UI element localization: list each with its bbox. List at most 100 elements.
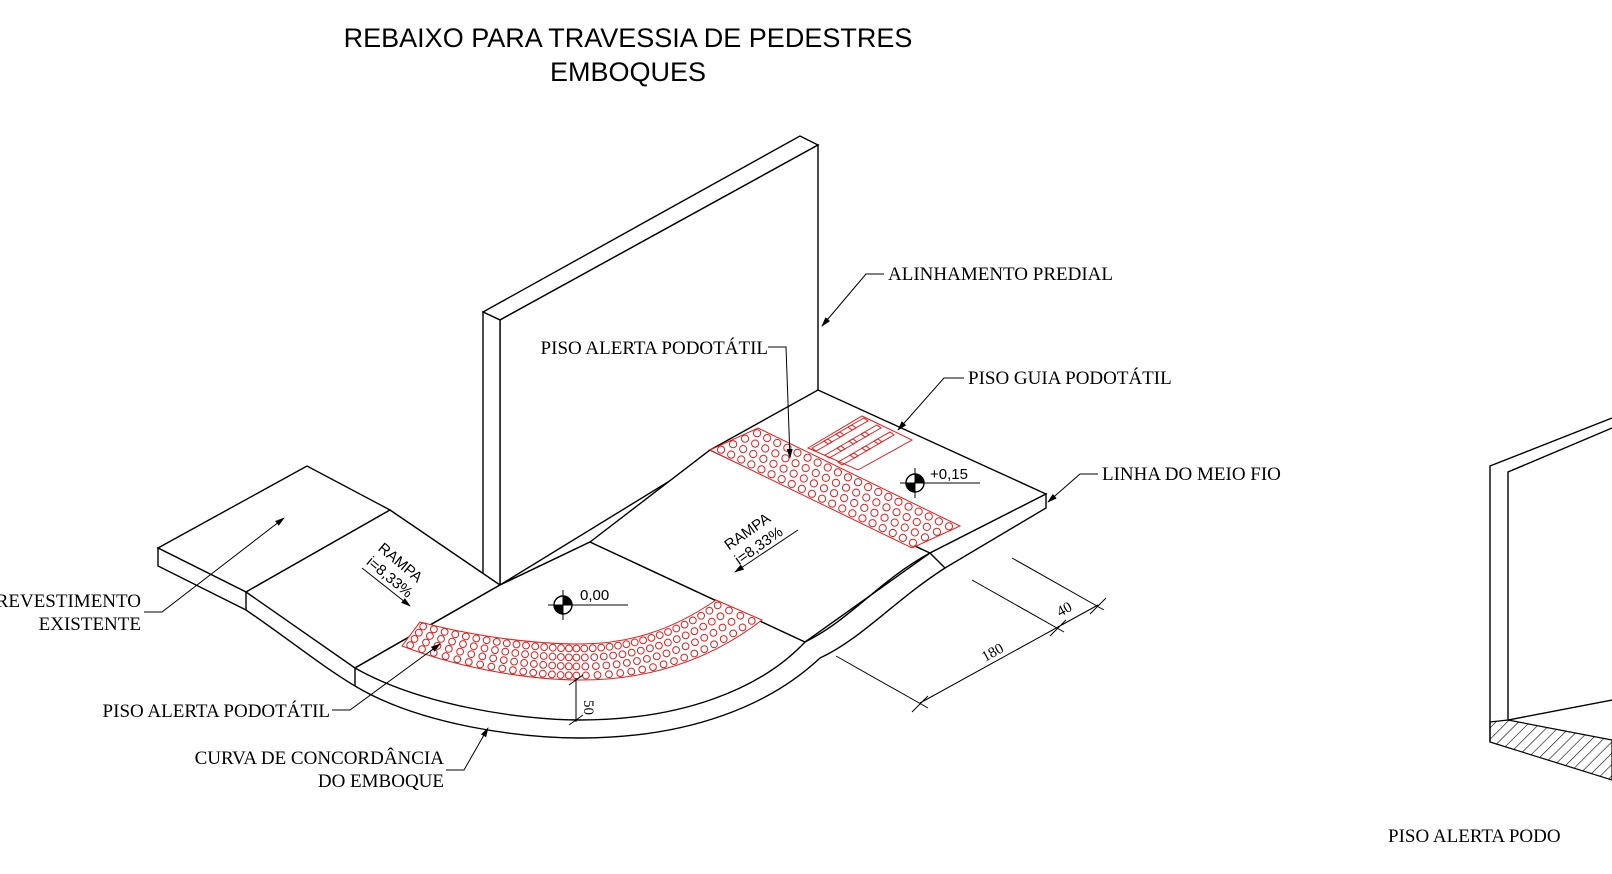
tactile-dot <box>540 643 549 651</box>
tactile-dot <box>614 641 622 650</box>
tactile-dot <box>440 628 449 636</box>
tactile-dot <box>419 622 428 631</box>
tactile-dot <box>652 652 661 661</box>
tactile-dot <box>647 633 656 642</box>
tactile-dot <box>920 533 930 542</box>
tactile-dot <box>487 662 496 671</box>
tactile-dot <box>492 637 501 646</box>
tactile-dot <box>556 671 565 679</box>
tactile-dot <box>482 636 491 645</box>
tactile-dot <box>709 628 718 637</box>
tactile-dot <box>787 479 796 489</box>
tactile-dot <box>680 653 689 662</box>
tactile-dot <box>499 656 508 664</box>
tactile-dot <box>655 631 664 639</box>
tactile-dot <box>556 653 565 661</box>
label-piso-guia: PISO GUIA PODOTÁTIL <box>897 367 1172 431</box>
tactile-dot <box>605 670 613 679</box>
tactile-dot <box>548 670 556 679</box>
tactile-dot <box>807 489 817 498</box>
tactile-dot <box>511 649 520 657</box>
tactile-dot <box>636 646 645 655</box>
tactile-dot <box>870 508 879 517</box>
piso-alerta-right-text: PISO ALERTA PODO <box>1388 826 1561 847</box>
tactile-dot <box>868 519 877 528</box>
tactile-dot <box>414 628 423 637</box>
tactile-dot <box>882 503 891 512</box>
tactile-dot <box>771 449 780 458</box>
label-revestimento: REVESTIMENTO EXISTENTE <box>0 517 285 635</box>
dimension-40: 40 <box>1011 557 1107 628</box>
tactile-dot <box>530 651 539 660</box>
tactile-dot <box>501 647 510 656</box>
tactile-dot <box>627 667 636 676</box>
tactile-dot <box>580 653 589 662</box>
tactile-dot <box>934 517 943 526</box>
tactile-dot <box>747 616 756 625</box>
tactile-dot <box>410 635 419 643</box>
tactile-dot <box>581 662 590 671</box>
tactile-dot <box>478 652 487 661</box>
tactile-dot <box>813 458 822 467</box>
tactile-dot <box>727 617 736 626</box>
tactile-dot <box>597 643 606 652</box>
tactile-dot <box>908 538 918 547</box>
tactile-dot <box>491 646 499 654</box>
tactile-dot <box>850 498 859 508</box>
tactile-dot <box>716 445 726 454</box>
tactile-dot <box>880 513 889 522</box>
tactile-dot <box>718 623 727 632</box>
tactile-dot <box>510 657 518 666</box>
tactile-dot <box>618 650 627 659</box>
revestimento-text-line2: EXISTENTE <box>39 614 141 635</box>
tactile-dot <box>520 658 529 667</box>
tactile-dot <box>752 429 762 438</box>
tactile-dot <box>572 653 581 662</box>
tactile-dot <box>700 645 709 654</box>
tactile-dot <box>548 652 557 661</box>
tactile-dot <box>892 508 901 517</box>
tactile-dot <box>728 440 738 449</box>
tactile-dot <box>670 657 678 666</box>
tactile-dot <box>602 661 611 670</box>
tactile-dot <box>655 641 663 650</box>
label-piso-alerta-top: PISO ALERTA PODOTÁTIL <box>541 337 793 459</box>
tactile-dot <box>864 483 873 492</box>
piso-guia-text: PISO GUIA PODOTÁTIL <box>968 367 1172 389</box>
revestimento-text-line1: REVESTIMENTO <box>0 591 141 612</box>
tactile-dot <box>426 632 434 640</box>
tactile-dot <box>791 459 800 468</box>
tactile-dot <box>489 654 498 663</box>
tactile-dot <box>512 640 521 649</box>
building-wall <box>481 135 820 587</box>
tactile-dot <box>664 628 672 636</box>
tactile-dot <box>437 634 445 643</box>
tactile-alert-top <box>708 427 962 549</box>
tactile-dot <box>612 660 621 669</box>
tactile-dot <box>739 445 748 454</box>
tactile-dot <box>522 641 530 650</box>
tactile-dot <box>429 625 438 634</box>
tactile-dot <box>444 645 453 653</box>
tactile-dot <box>912 517 921 527</box>
second-view-partial: PISO ALERTA PODO <box>1388 417 1612 847</box>
tactile-dot <box>874 487 883 497</box>
tactile-dot <box>697 611 706 620</box>
tactile-dot <box>737 455 746 464</box>
tactile-dot <box>406 641 415 650</box>
tactile-dot <box>852 488 861 497</box>
tactile-dot <box>799 474 808 483</box>
tactile-dot <box>672 624 681 633</box>
tactile-dot <box>809 479 818 488</box>
tactile-dot <box>572 644 581 653</box>
tactile-dot <box>773 438 782 448</box>
tactile-dot <box>803 453 812 462</box>
tactile-dot <box>902 513 911 522</box>
tactile-dot <box>556 662 565 670</box>
tactile-dot <box>848 509 857 518</box>
tactile-dot <box>797 484 806 493</box>
tactile-dot <box>910 528 919 537</box>
dimension-180-text: 180 <box>979 641 1006 666</box>
tactile-dot <box>461 632 470 641</box>
tactile-dot <box>729 629 738 638</box>
